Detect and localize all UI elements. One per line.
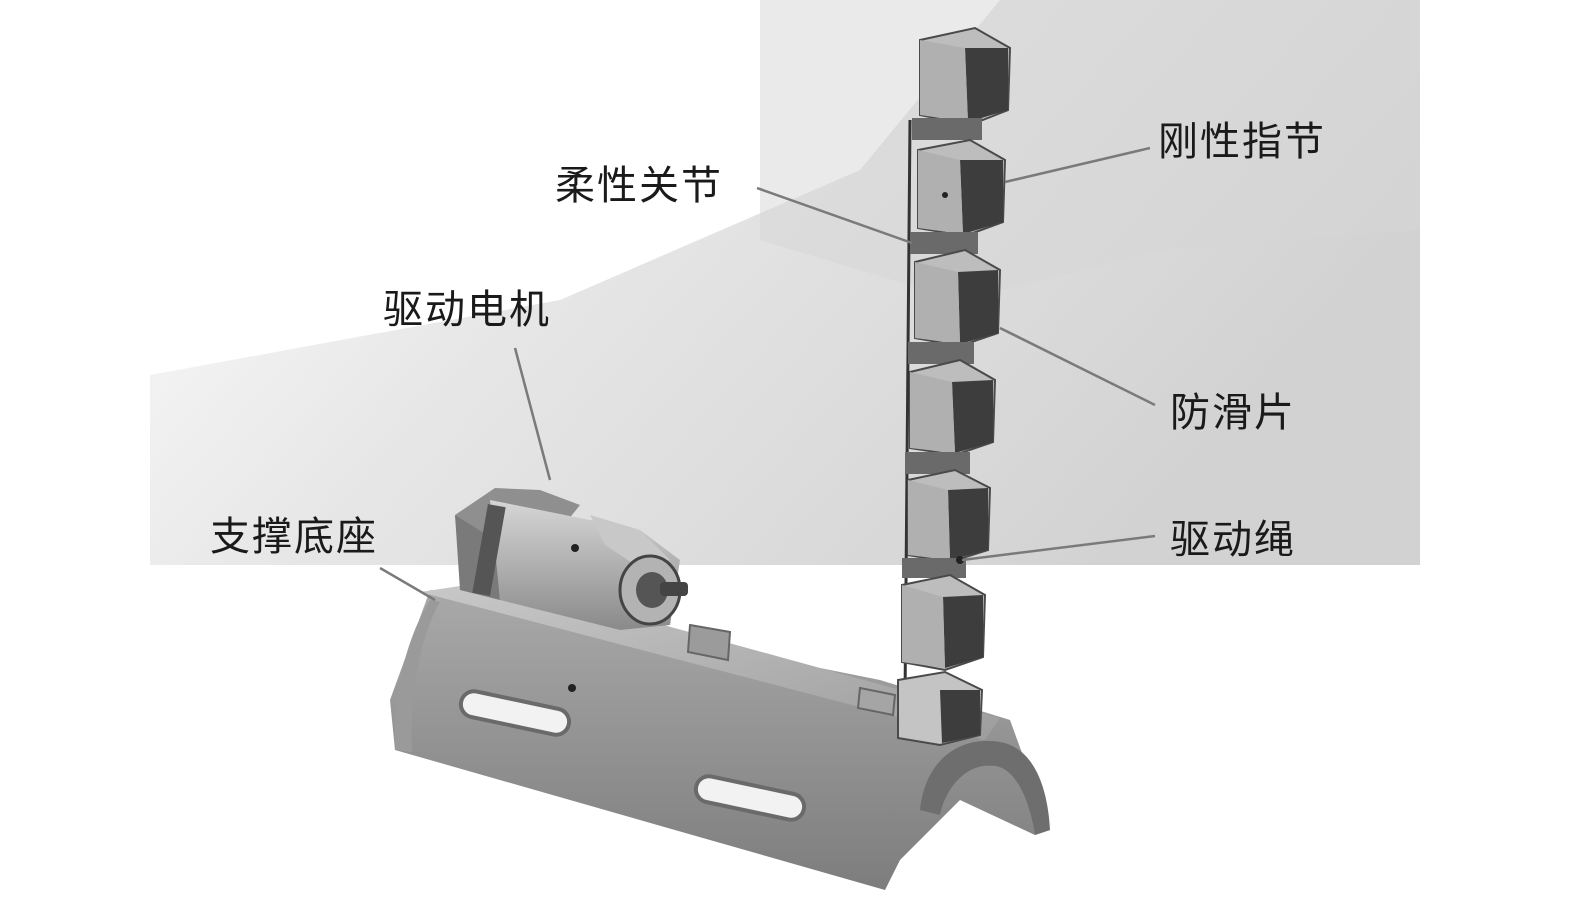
flexible-joint-segment [905, 452, 970, 474]
label-anti-slip-pad: 防滑片 [1170, 390, 1296, 436]
backdrop [150, 0, 1420, 565]
phalanx [919, 26, 1012, 127]
leader-lines [379, 146, 1156, 602]
finger-root [897, 670, 984, 747]
phalanx [901, 573, 987, 672]
flexible-joint-segment [910, 232, 978, 254]
flexible-joint-segment [912, 118, 982, 140]
leader-line-support-base [379, 566, 436, 602]
phalanx [909, 358, 997, 457]
label-flexible-joint: 柔性关节 [555, 163, 723, 209]
leader-line-drive-motor [513, 347, 552, 481]
phalanx [917, 138, 1007, 238]
leader-line-drive-cable [961, 534, 1156, 562]
leader-line-flexible-joint [756, 186, 913, 245]
label-support-base: 支撑底座 [210, 514, 378, 560]
drive-motor [455, 488, 688, 630]
finger-assembly [897, 26, 1012, 747]
phalanx [914, 248, 1002, 348]
label-drive-motor: 驱动电机 [383, 287, 551, 333]
phalanx [907, 468, 992, 564]
support-base [390, 580, 1050, 890]
label-rigid-phalanx: 刚性指节 [1158, 119, 1326, 165]
leader-line-rigid-phalanx [1004, 146, 1151, 184]
flexible-joint-segment [902, 558, 966, 578]
leader-line-anti-slip-pad [999, 326, 1156, 407]
label-drive-cable: 驱动绳 [1170, 517, 1296, 563]
flexible-joint-segment [908, 342, 974, 364]
